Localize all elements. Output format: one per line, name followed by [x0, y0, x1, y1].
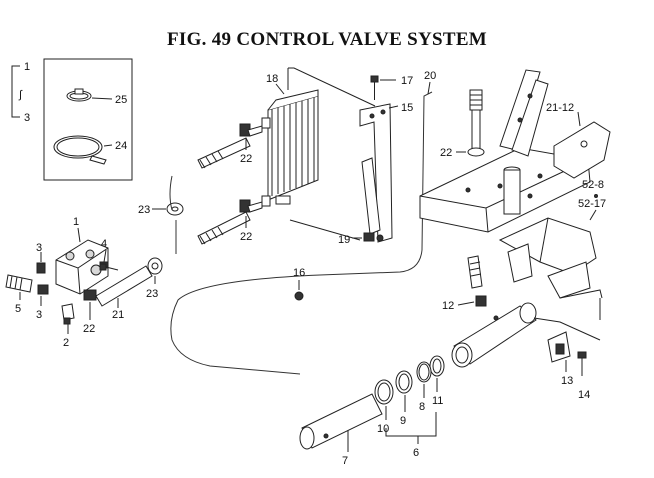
- hose-21: [95, 265, 153, 307]
- ring-9: [395, 370, 413, 394]
- label-12: 12: [442, 300, 454, 312]
- label-13: 13: [561, 375, 573, 387]
- upright-bracket: [499, 69, 549, 157]
- label-5: 5: [15, 303, 21, 315]
- label-21-12: 21-12: [546, 102, 574, 114]
- label-9: 9: [400, 415, 406, 427]
- hose-22-lower: [197, 199, 263, 245]
- clamp-22-plate: [467, 147, 485, 157]
- fitting-3-b: [37, 284, 49, 295]
- clamp-22-valve: [83, 289, 97, 301]
- label-24: 24: [115, 140, 127, 152]
- oil-cooler-18: [261, 89, 319, 207]
- label-1: 1: [73, 216, 79, 228]
- bracket-21-12: [553, 121, 611, 179]
- figure-title: FIG. 49 CONTROL VALVE SYSTEM: [166, 29, 488, 50]
- label-3-range: 3: [24, 112, 30, 124]
- label-25: 25: [115, 94, 127, 106]
- label-7: 7: [342, 455, 348, 467]
- label-22-valve: 22: [83, 323, 95, 335]
- fitting-2: [61, 303, 75, 325]
- label-21: 21: [112, 309, 124, 321]
- washer-23-upper: [166, 202, 184, 216]
- fitting-12: [467, 255, 487, 307]
- hose-22-upper: [197, 123, 263, 169]
- label-52-17: 52-17: [578, 198, 606, 210]
- label-1-range: 1: [24, 61, 30, 73]
- clamp-25: [66, 88, 92, 102]
- label-16: 16: [293, 267, 305, 279]
- label-18: 18: [266, 73, 278, 85]
- fitting-3-a: [36, 262, 46, 274]
- bolt-4: [99, 263, 119, 271]
- label-3-a: 3: [36, 242, 42, 254]
- bracket-15: [359, 103, 393, 243]
- bolt-19: [363, 232, 384, 242]
- label-17: 17: [401, 75, 413, 87]
- label-3-b: 3: [36, 309, 42, 321]
- ring-11: [429, 355, 445, 377]
- bolt-16: [294, 291, 304, 301]
- label-20: 20: [424, 70, 436, 82]
- label-4: 4: [101, 238, 107, 250]
- label-19: 19: [338, 234, 350, 246]
- part-13: [547, 331, 571, 363]
- clamp-24: [53, 135, 107, 165]
- label-22-plate: 22: [440, 147, 452, 159]
- bolt-17: [370, 75, 379, 100]
- label-22-cooler-lower: 22: [240, 231, 252, 243]
- label-23-lower: 23: [146, 288, 158, 300]
- hose-fitting-5: [5, 274, 33, 293]
- spring-rod: [469, 89, 483, 151]
- ring-10: [374, 379, 394, 405]
- range-tilde: ∫: [18, 89, 23, 101]
- ring-8: [416, 361, 432, 383]
- lever-linkage: [498, 217, 603, 320]
- hose-20: [170, 91, 433, 375]
- label-22-cooler-upper: 22: [240, 153, 252, 165]
- label-10: 10: [377, 423, 389, 435]
- cylinder-post: [503, 166, 521, 215]
- label-11: 11: [432, 395, 443, 407]
- label-14: 14: [578, 389, 590, 401]
- label-23-upper: 23: [138, 204, 150, 216]
- clamp-inset-box: 25 24: [43, 58, 133, 181]
- range-bracket: 1 ∫ 3: [11, 61, 30, 124]
- label-52-8: 52-8: [582, 179, 604, 191]
- label-8: 8: [419, 401, 425, 413]
- washer-23-lower: [147, 257, 163, 275]
- cylinder-body: [451, 302, 537, 368]
- label-15: 15: [401, 102, 413, 114]
- piston-7: [299, 393, 383, 450]
- label-2: 2: [63, 337, 69, 349]
- bolt-14: [577, 351, 587, 376]
- label-6: 6: [413, 447, 419, 459]
